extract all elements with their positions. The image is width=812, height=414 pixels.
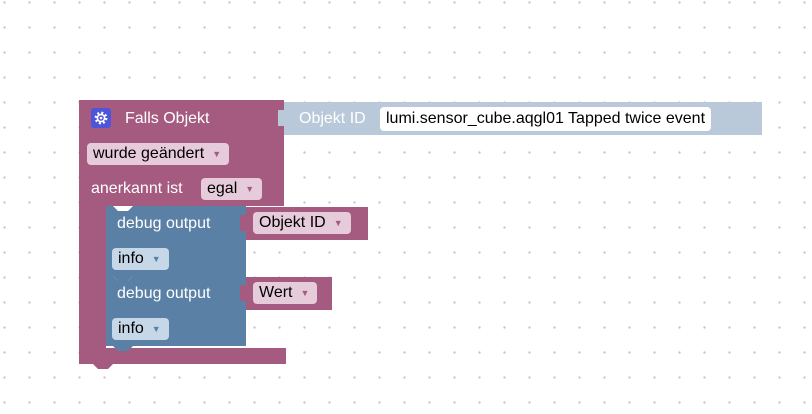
gear-glyph: [94, 111, 108, 125]
ack-label: anerkannt ist: [91, 180, 183, 197]
dropdown-arrow-icon: ▼: [151, 253, 161, 264]
trigger-dropdown[interactable]: wurde geändert ▼: [87, 143, 230, 165]
gear-icon[interactable]: [91, 108, 111, 128]
trigger-dropdown-value: wurde geändert: [93, 145, 205, 162]
ack-dropdown[interactable]: egal ▼: [201, 178, 263, 200]
ack-dropdown-value: egal: [207, 180, 238, 197]
dropdown-arrow-icon: ▼: [212, 148, 222, 159]
debug-value-dropdown-1[interactable]: Objekt ID ▼: [253, 212, 351, 234]
event-block[interactable]: [79, 100, 286, 369]
dropdown-arrow-icon: ▼: [151, 323, 161, 334]
debug-output-label-1: debug output: [117, 215, 211, 232]
event-block-title: Falls Objekt: [125, 110, 210, 127]
debug-output-label-2: debug output: [117, 285, 211, 302]
debug-level-dropdown-1-value: info: [118, 250, 144, 267]
debug-value-dropdown-1-value: Objekt ID: [259, 214, 326, 231]
dropdown-arrow-icon: ▼: [333, 217, 343, 228]
dropdown-arrow-icon: ▼: [300, 287, 310, 298]
debug-value-dropdown-2[interactable]: Wert ▼: [253, 282, 318, 304]
dropdown-arrow-icon: ▼: [245, 183, 255, 194]
debug-value-dropdown-2-value: Wert: [259, 284, 293, 301]
debug-level-dropdown-2[interactable]: info ▼: [112, 318, 169, 340]
debug-level-dropdown-2-value: info: [118, 320, 144, 337]
object-id-field[interactable]: lumi.sensor_cube.aqgl01 Tapped twice eve…: [380, 107, 712, 131]
debug-level-dropdown-1[interactable]: info ▼: [112, 248, 169, 270]
object-id-label: Objekt ID: [299, 110, 366, 127]
